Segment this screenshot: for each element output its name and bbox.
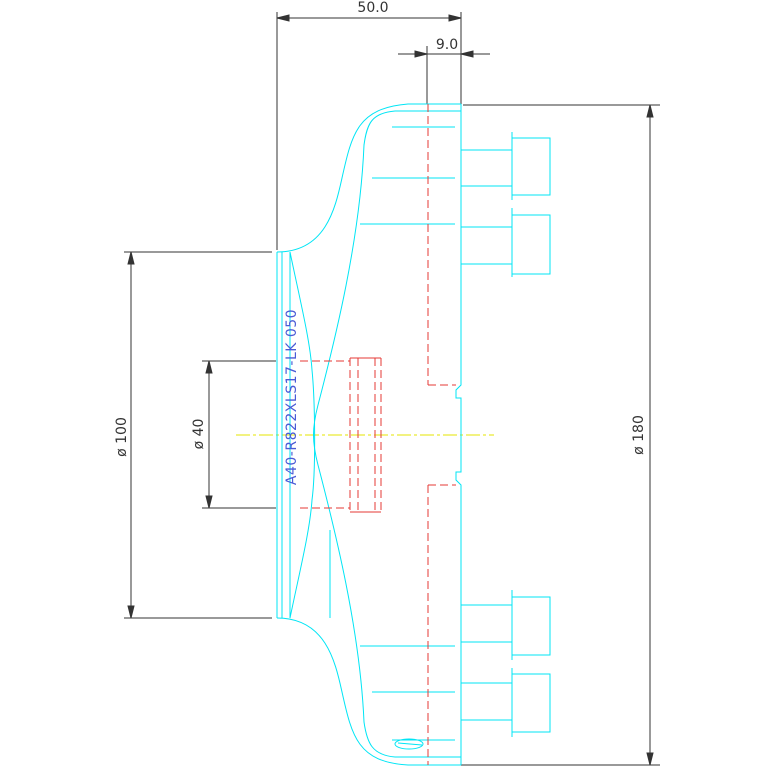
part-outline (276, 103, 551, 766)
dim-flange-thickness-label: 9.0 (436, 37, 458, 53)
dim-hub-diameter-label: ø 100 (114, 417, 130, 457)
bolt-boss-4 (461, 668, 551, 737)
dim-50-arrow-right (448, 14, 462, 22)
dim-180-arrow-top (646, 104, 654, 118)
bolt-boss-3 (461, 590, 551, 660)
bolt-boss-1 (461, 132, 551, 200)
dim-40-arrow-top (205, 360, 213, 374)
flange-profile-top-outer (276, 103, 461, 253)
dim-100-arrow-top (127, 251, 135, 265)
part-number-label: A40-R822XLS17-LK 050 (284, 309, 300, 485)
hidden-lines (300, 104, 456, 765)
dim-bore-diameter-label: ø 40 (191, 419, 207, 450)
dim-overall-length-label: 50.0 (357, 0, 388, 16)
bolt-boss-2 (461, 208, 551, 277)
back-face (455, 104, 462, 765)
dim-100-arrow-bottom (127, 605, 135, 619)
dimension-lines (124, 12, 660, 766)
cone-line (289, 251, 316, 619)
dim-50-arrow-left (276, 14, 290, 22)
drain-detail (394, 738, 424, 750)
dim-outer-diameter-label: ø 180 (631, 415, 647, 455)
dim-180-arrow-bottom (646, 752, 654, 766)
drain-detail-line (397, 742, 423, 746)
hidden-insert-outline (350, 357, 381, 513)
dim-40-arrow-bottom (205, 495, 213, 509)
flange-profile-bottom-outer (276, 617, 461, 766)
dim-9-arrow-right (460, 50, 474, 58)
flange-profile-inner (313, 110, 396, 758)
dim-9-arrow-left (414, 50, 428, 58)
